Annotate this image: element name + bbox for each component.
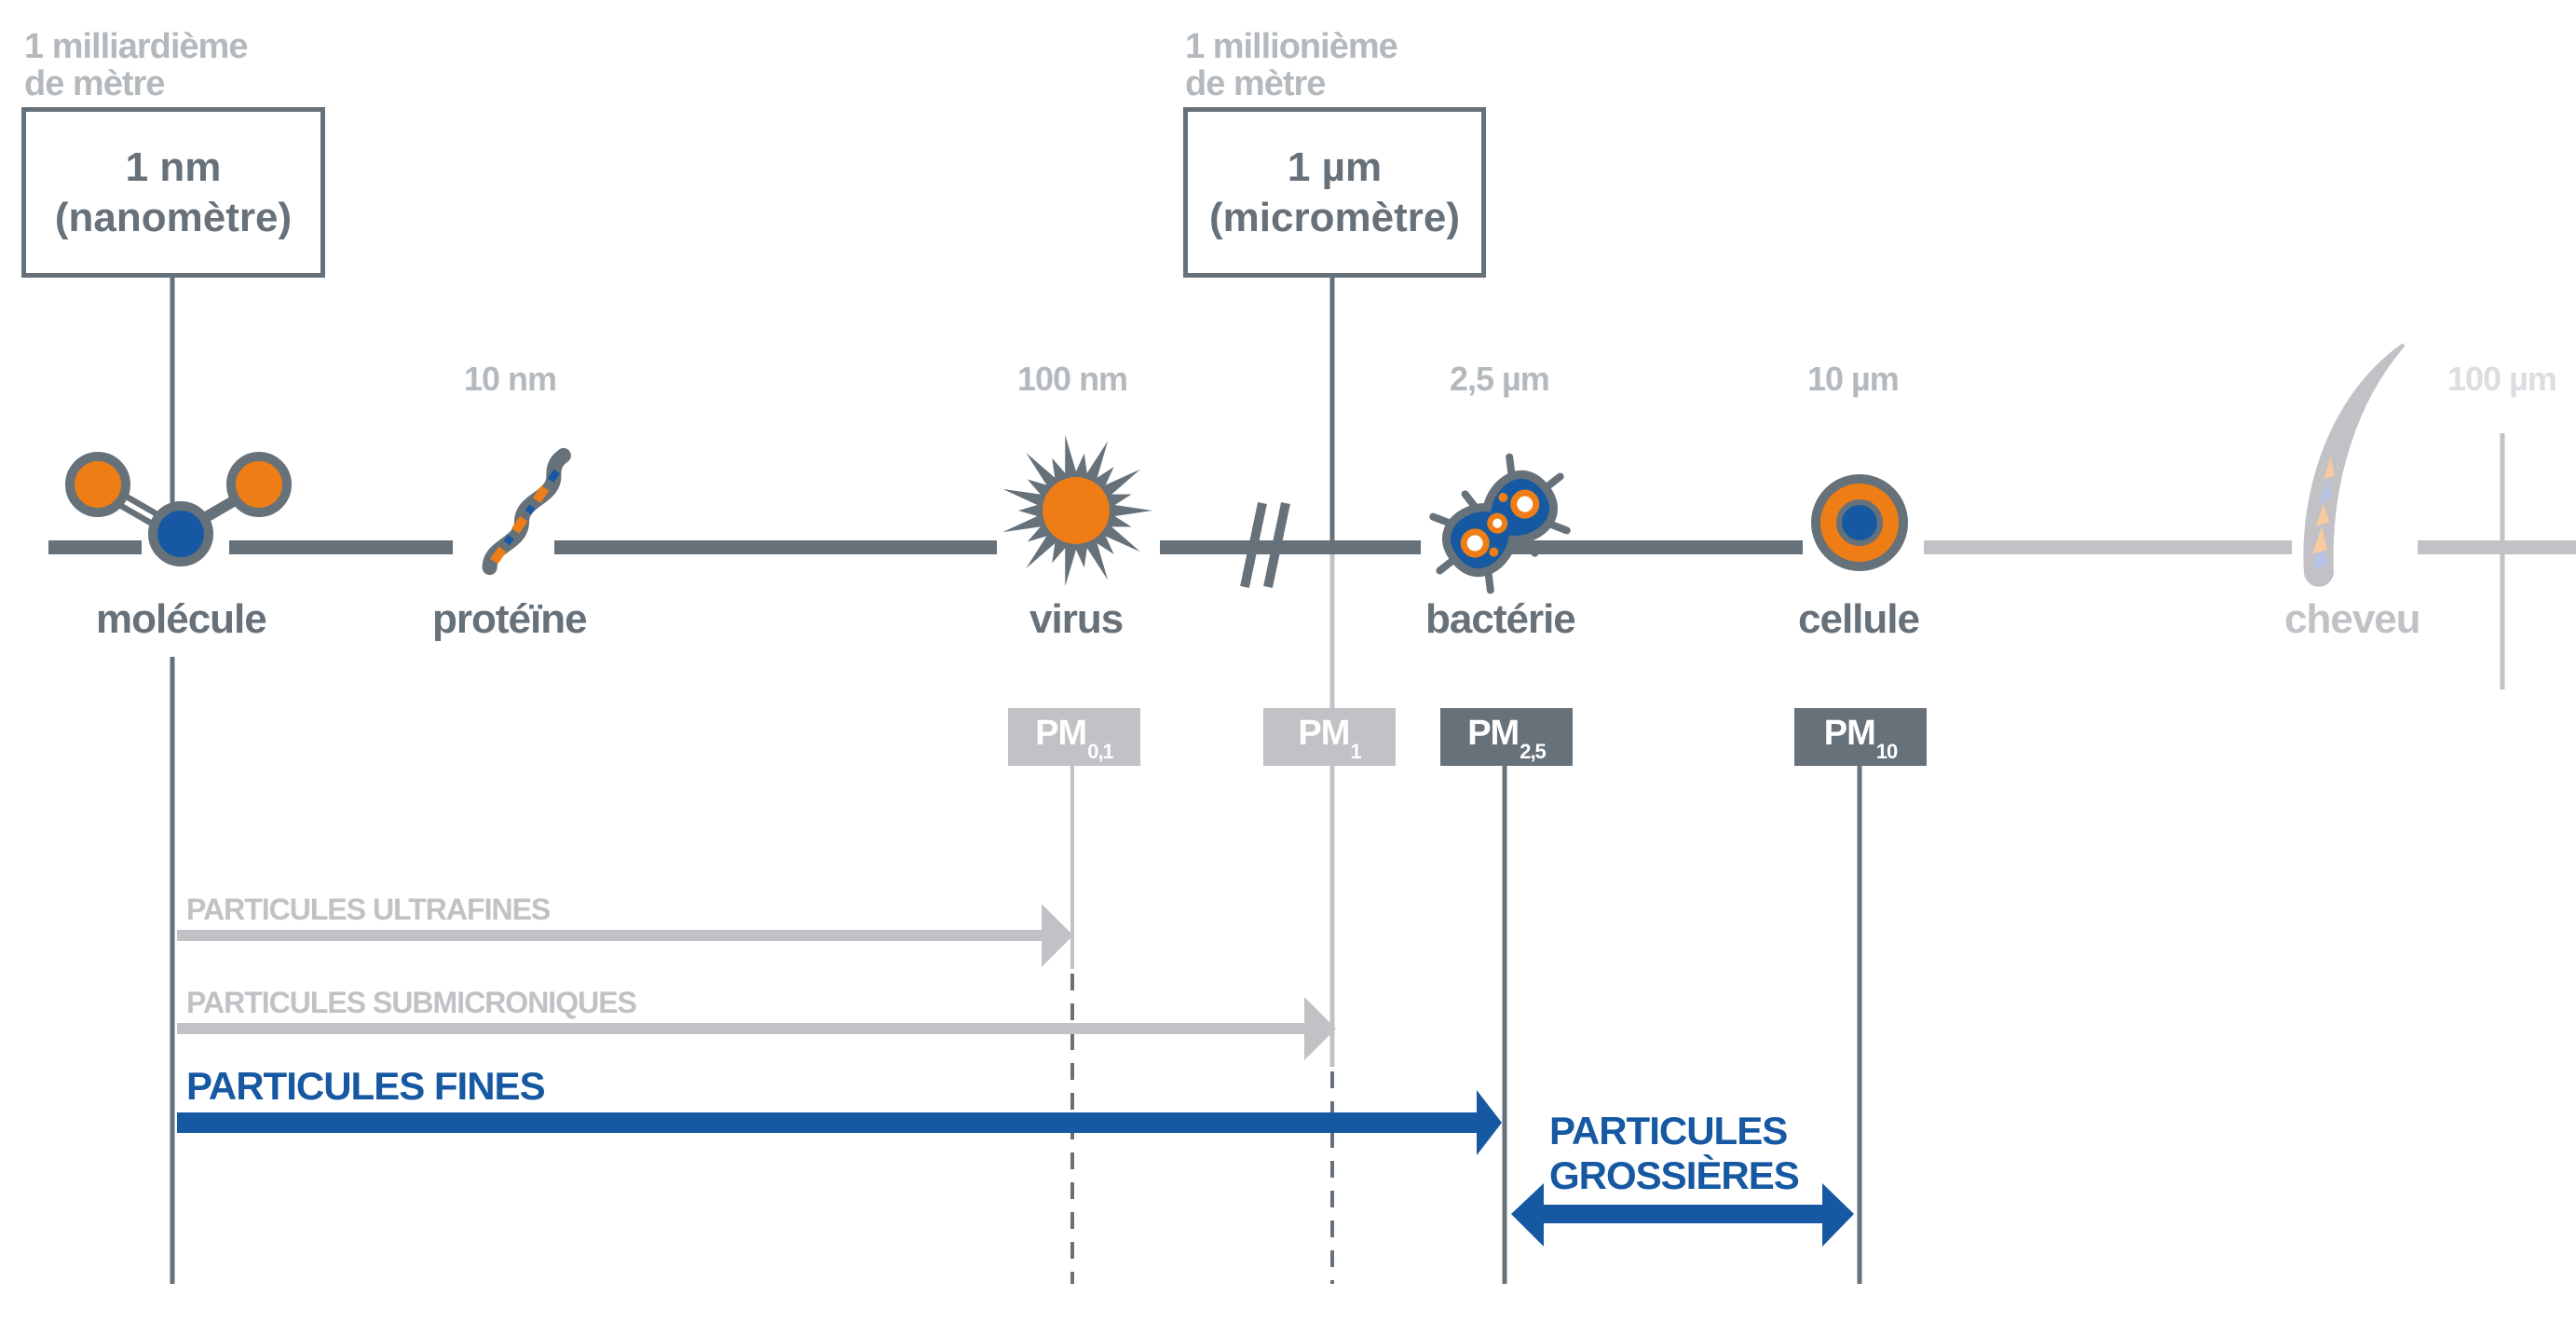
pm1-sub: 1: [1350, 740, 1361, 763]
label-virus: virus: [1029, 596, 1124, 642]
label-cell: cellule: [1798, 596, 1920, 642]
label-coarse-line1: PARTICULES: [1549, 1109, 1788, 1153]
um-name: (micromètre): [1209, 194, 1460, 240]
label-coarse-line2: GROSSIÈRES: [1549, 1153, 1800, 1197]
tick-100nm: 100 nm: [1017, 360, 1128, 398]
label-bacteria: bactérie: [1425, 596, 1576, 642]
um-caption-line1: 1 millionième: [1185, 27, 1398, 66]
hair-icon: [2303, 343, 2406, 587]
label-ultrafine: PARTICULES ULTRAFINES: [186, 893, 551, 926]
pm01-sub: 0,1: [1087, 740, 1114, 763]
scale-axis: [48, 540, 2576, 554]
um-caption-line2: de mètre: [1185, 64, 1326, 103]
tick-2-5um: 2,5 µm: [1450, 360, 1550, 398]
cell-icon: [1811, 474, 1908, 571]
nm-caption-line2: de mètre: [24, 64, 165, 103]
pm1-base: PM: [1298, 714, 1350, 753]
nm-symbol: 1 nm: [125, 143, 222, 190]
ultrafine-arrow: [177, 904, 1073, 967]
label-submicronic: PARTICULES SUBMICRONIQUES: [186, 986, 637, 1019]
label-fine: PARTICULES FINES: [186, 1064, 546, 1108]
tick-10nm: 10 nm: [464, 360, 557, 398]
nm-name: (nanomètre): [54, 194, 293, 240]
pm10-base: PM: [1823, 714, 1876, 753]
label-protein: protéïne: [432, 596, 588, 642]
um-symbol: 1 µm: [1287, 143, 1383, 190]
bacteria-icon: [1429, 453, 1571, 594]
label-coarse: PARTICULES GROSSIÈRES: [1549, 1109, 1800, 1198]
virus-icon: [1002, 434, 1152, 587]
tick-10um: 10 µm: [1807, 360, 1900, 398]
label-hair: cheveu: [2284, 596, 2421, 642]
pm01-base: PM: [1035, 714, 1087, 753]
molecule-icon: [65, 452, 292, 566]
nm-unit-box: 1 nm (nanomètre): [21, 107, 325, 278]
um-caption: 1 millionième de mètre: [1185, 27, 1398, 103]
pm25-base: PM: [1467, 714, 1520, 753]
pm10-sub: 10: [1875, 740, 1899, 763]
coarse-double-arrow: [1511, 1183, 1854, 1247]
nm-caption-line1: 1 milliardième: [24, 27, 248, 66]
axis-break-icon: [1240, 501, 1290, 589]
pm25-sub: 2,5: [1520, 740, 1547, 763]
tick-100um: 100 µm: [2447, 360, 2557, 398]
protein-icon: [482, 447, 571, 576]
label-molecule: molécule: [96, 596, 267, 642]
fine-arrow: [177, 1090, 1502, 1155]
nm-caption: 1 milliardième de mètre: [24, 27, 248, 103]
submicronic-arrow: [177, 997, 1336, 1060]
um-unit-box: 1 µm (micromètre): [1183, 107, 1486, 278]
